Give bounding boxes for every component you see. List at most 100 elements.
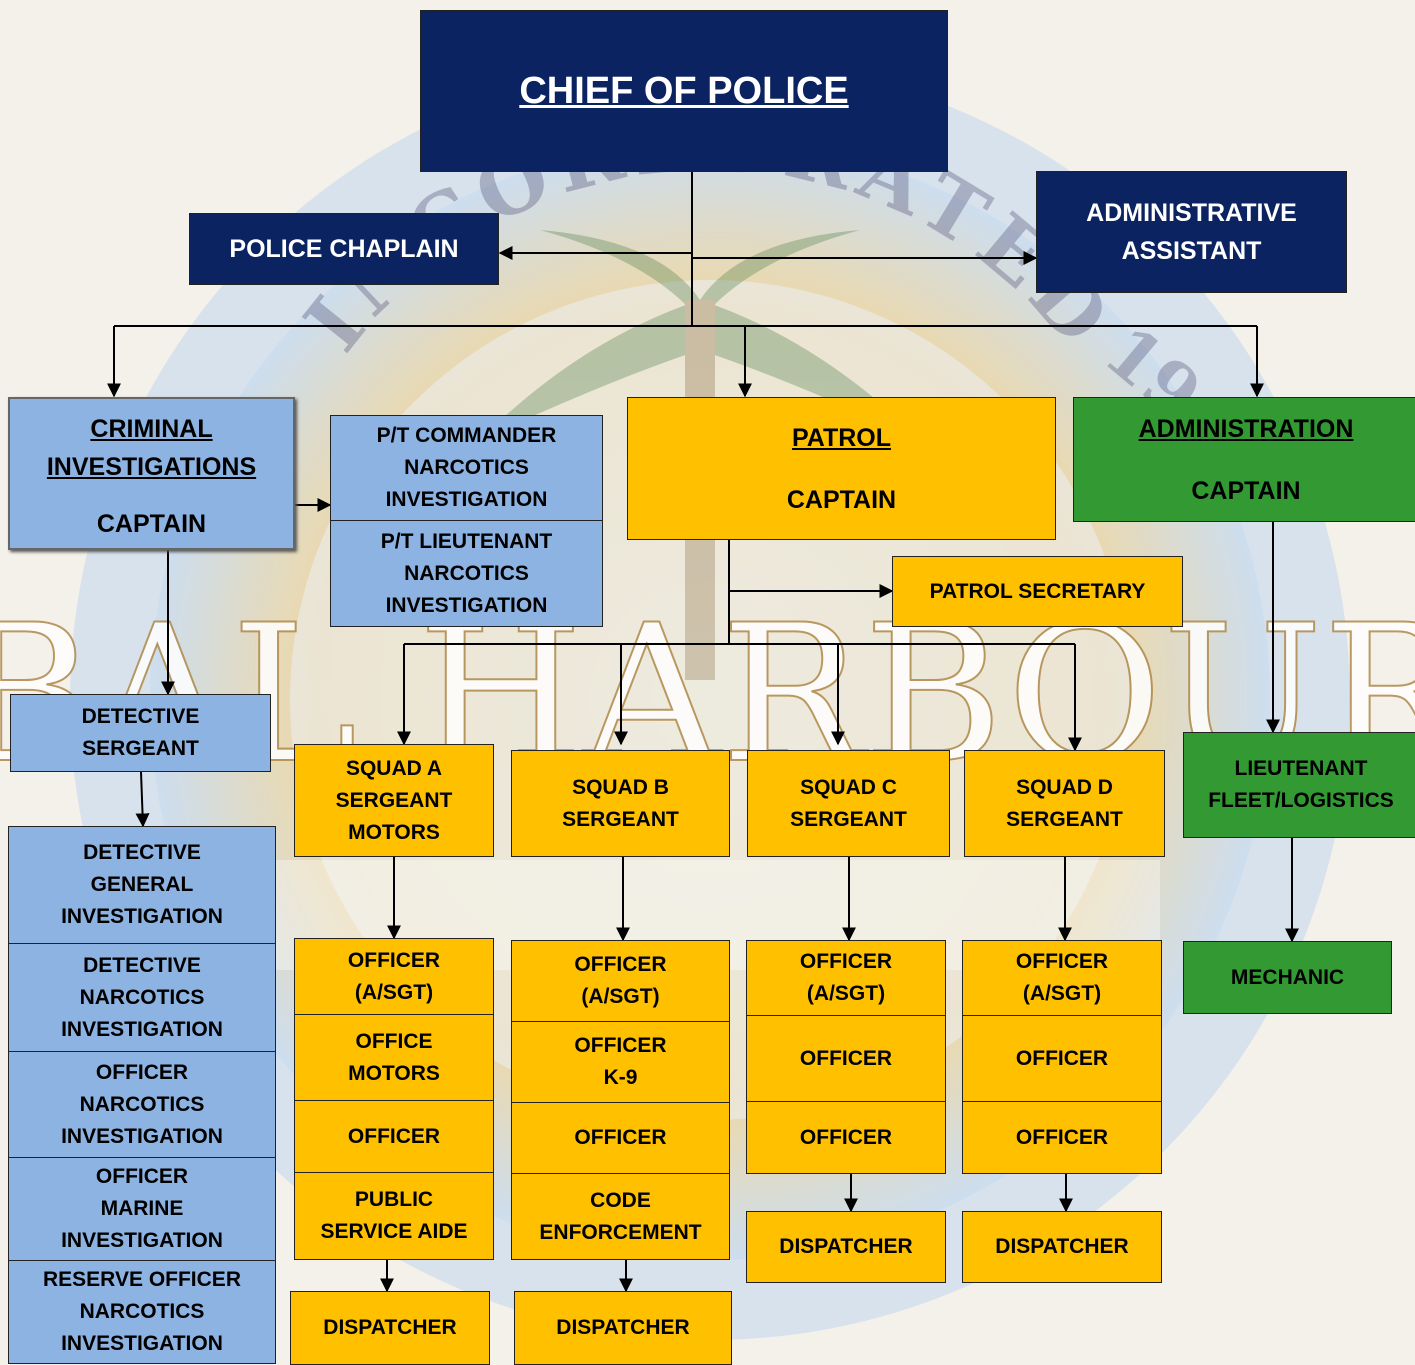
squad-d-officer-asgt: OFFICER (A/SGT) bbox=[962, 940, 1162, 1016]
investigation-1-line1: DETECTIVE bbox=[83, 841, 201, 864]
squad-c-staff-4-line1: DISPATCHER bbox=[779, 1235, 913, 1258]
squad-a-staff-5-line1: DISPATCHER bbox=[323, 1316, 457, 1339]
squad-a-staff-4-line1: PUBLIC bbox=[354, 1188, 434, 1211]
investigation-3-line2: NARCOTICS bbox=[79, 1092, 205, 1116]
admin-assistant-line1: ADMINISTRATIVE bbox=[1086, 199, 1297, 227]
investigation-5-line3: INVESTIGATION bbox=[61, 1332, 223, 1355]
squad-b-line1: SQUAD B bbox=[572, 775, 669, 799]
investigation-2-line2: NARCOTICS bbox=[79, 985, 205, 1009]
patrol-secretary-box: PATROL SECRETARY bbox=[892, 556, 1183, 627]
squad-d-officer-1: OFFICER bbox=[962, 1015, 1162, 1102]
pt-lieutenant-line3: INVESTIGATION bbox=[385, 593, 548, 617]
investigation-box-3: OFFICER NARCOTICS INVESTIGATION bbox=[8, 1051, 276, 1158]
chief-of-police-box: CHIEF OF POLICE bbox=[420, 10, 948, 172]
investigation-2-line1: DETECTIVE bbox=[83, 953, 201, 977]
investigation-3-line1: OFFICER bbox=[95, 1060, 189, 1084]
criminal-investigations-box: CRIMINAL INVESTIGATIONS CAPTAIN bbox=[8, 397, 295, 550]
squad-d-staff-4-line1: DISPATCHER bbox=[995, 1235, 1129, 1258]
pt-commander-line3: INVESTIGATION bbox=[385, 488, 548, 511]
pt-commander-box: P/T COMMANDER NARCOTICS INVESTIGATION bbox=[330, 415, 603, 521]
squad-a-staff-3-line1: OFFICER bbox=[347, 1124, 441, 1148]
pt-commander-line2: NARCOTICS bbox=[404, 456, 529, 479]
squad-b-box: SQUAD B SERGEANT bbox=[511, 750, 730, 857]
squad-a-line2: SERGEANT bbox=[335, 788, 453, 812]
squad-b-staff-3-line1: OFFICER bbox=[574, 1126, 667, 1149]
investigation-3-line3: INVESTIGATION bbox=[61, 1124, 223, 1148]
squad-b-staff-1-line1: OFFICER bbox=[574, 953, 667, 976]
criminal-rank: CAPTAIN bbox=[96, 509, 207, 538]
squad-b-staff-1-line2: (A/SGT) bbox=[581, 985, 660, 1008]
investigation-4-line2: MARINE bbox=[100, 1197, 184, 1220]
squad-c-officer-asgt: OFFICER (A/SGT) bbox=[746, 940, 946, 1016]
squad-b-dispatcher: DISPATCHER bbox=[514, 1291, 732, 1365]
squad-c-staff-2-line1: OFFICER bbox=[799, 1046, 893, 1070]
squad-a-officer-asgt: OFFICER (A/SGT) bbox=[294, 938, 494, 1015]
squad-d-staff-2-line1: OFFICER bbox=[1015, 1046, 1109, 1070]
squad-b-code-enforcement: CODE ENFORCEMENT bbox=[511, 1173, 730, 1260]
squad-d-officer-2: OFFICER bbox=[962, 1101, 1162, 1174]
squad-c-dispatcher: DISPATCHER bbox=[746, 1211, 946, 1283]
squad-a-dispatcher: DISPATCHER bbox=[290, 1291, 490, 1365]
squad-c-staff-3-line1: OFFICER bbox=[799, 1125, 893, 1149]
admin-assistant-line2: ASSISTANT bbox=[1121, 237, 1262, 265]
criminal-title2: INVESTIGATIONS bbox=[46, 452, 257, 481]
investigation-4-line3: INVESTIGATION bbox=[61, 1229, 223, 1252]
administrative-assistant-box: ADMINISTRATIVE ASSISTANT bbox=[1036, 171, 1347, 293]
lieutenant-fleet-line1: LIEUTENANT bbox=[1234, 757, 1368, 780]
detective-sergeant-box: DETECTIVE SERGEANT bbox=[10, 694, 271, 772]
squad-a-staff-1-line2: (A/SGT) bbox=[354, 980, 434, 1004]
squad-c-officer-1: OFFICER bbox=[746, 1015, 946, 1102]
investigation-box-2: DETECTIVE NARCOTICS INVESTIGATION bbox=[8, 943, 276, 1052]
squad-c-staff-1-line2: (A/SGT) bbox=[806, 982, 886, 1005]
patrol-secretary-label: PATROL SECRETARY bbox=[929, 579, 1146, 603]
squad-a-staff-2-line2: MOTORS bbox=[348, 1061, 440, 1085]
squad-b-staff-4-line2: ENFORCEMENT bbox=[539, 1220, 702, 1244]
investigation-box-1: DETECTIVE GENERAL INVESTIGATION bbox=[8, 826, 276, 944]
squad-d-staff-1-line2: (A/SGT) bbox=[1022, 982, 1102, 1005]
chief-title: CHIEF OF POLICE bbox=[519, 70, 849, 112]
administration-rank: CAPTAIN bbox=[1191, 476, 1301, 505]
investigation-1-line3: INVESTIGATION bbox=[61, 905, 223, 928]
squad-d-line2: SERGEANT bbox=[1006, 807, 1123, 831]
investigation-1-line2: GENERAL bbox=[90, 873, 194, 896]
squad-a-line1: SQUAD A bbox=[345, 756, 443, 780]
squad-a-office-motors: OFFICE MOTORS bbox=[294, 1014, 494, 1101]
detective-sergeant-line1: DETECTIVE bbox=[81, 705, 200, 728]
patrol-box: PATROL CAPTAIN bbox=[627, 397, 1056, 540]
investigation-5-line2: NARCOTICS bbox=[79, 1300, 205, 1323]
investigation-box-5: RESERVE OFFICER NARCOTICS INVESTIGATION bbox=[8, 1260, 276, 1364]
squad-b-staff-4-line1: CODE bbox=[590, 1188, 651, 1212]
squad-c-officer-2: OFFICER bbox=[746, 1101, 946, 1174]
squad-d-staff-3-line1: OFFICER bbox=[1015, 1125, 1109, 1149]
squad-b-line2: SERGEANT bbox=[562, 807, 679, 831]
squad-a-officer: OFFICER bbox=[294, 1100, 494, 1173]
investigation-4-line1: OFFICER bbox=[95, 1165, 189, 1188]
mechanic-label: MECHANIC bbox=[1230, 965, 1345, 989]
police-chaplain-box: POLICE CHAPLAIN bbox=[189, 213, 499, 285]
squad-b-officer-asgt: OFFICER (A/SGT) bbox=[511, 940, 730, 1022]
squad-a-staff-4-line2: SERVICE AIDE bbox=[320, 1220, 468, 1243]
pt-lieutenant-line1: P/T LIEUTENANT bbox=[380, 529, 553, 553]
pt-commander-line1: P/T COMMANDER bbox=[376, 424, 557, 447]
squad-c-line2: SERGEANT bbox=[790, 807, 907, 831]
administration-box: ADMINISTRATION CAPTAIN bbox=[1073, 397, 1415, 522]
squad-c-staff-1-line1: OFFICER bbox=[799, 950, 893, 973]
squad-b-staff-2-line2: K-9 bbox=[603, 1066, 638, 1089]
patrol-title: PATROL bbox=[791, 423, 892, 452]
squad-d-line1: SQUAD D bbox=[1016, 775, 1113, 799]
criminal-title1: CRIMINAL bbox=[90, 414, 213, 443]
squad-a-staff-1-line1: OFFICER bbox=[347, 948, 441, 972]
investigation-5-line1: RESERVE OFFICER bbox=[43, 1268, 241, 1291]
squad-d-dispatcher: DISPATCHER bbox=[962, 1211, 1162, 1283]
administration-title: ADMINISTRATION bbox=[1138, 414, 1354, 443]
pt-lieutenant-line2: NARCOTICS bbox=[404, 561, 529, 585]
squad-b-officer-k9: OFFICER K-9 bbox=[511, 1021, 730, 1103]
pt-lieutenant-box: P/T LIEUTENANT NARCOTICS INVESTIGATION bbox=[330, 520, 603, 627]
squad-c-line1: SQUAD C bbox=[800, 775, 897, 799]
lieutenant-fleet-box: LIEUTENANT FLEET/LOGISTICS bbox=[1183, 732, 1415, 838]
police-chaplain-label: POLICE CHAPLAIN bbox=[229, 235, 459, 263]
squad-d-staff-1-line1: OFFICER bbox=[1015, 950, 1109, 973]
squad-b-staff-2-line1: OFFICER bbox=[574, 1034, 667, 1057]
squad-a-box: SQUAD A SERGEANT MOTORS bbox=[294, 744, 494, 857]
